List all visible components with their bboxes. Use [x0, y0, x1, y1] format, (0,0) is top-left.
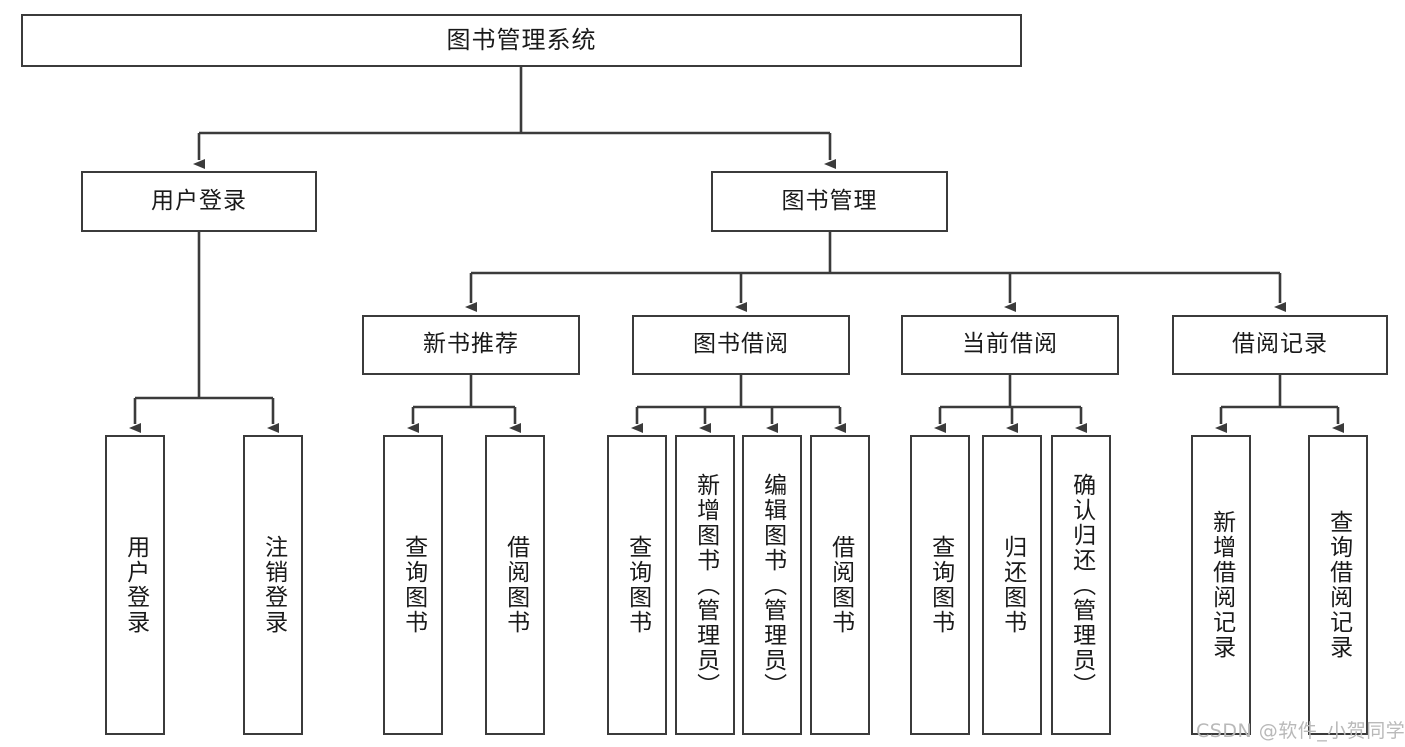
node-leaf-query-book-3[interactable]: 查询图书	[910, 435, 970, 735]
node-leaf-query-book-2[interactable]: 查询图书	[607, 435, 667, 735]
node-leaf-user-login[interactable]: 用户登录	[105, 435, 165, 735]
node-leaf-borrow-book-2[interactable]: 借阅图书	[810, 435, 870, 735]
node-user-login[interactable]: 用户登录	[81, 171, 317, 232]
node-leaf-confirm-return[interactable]: 确认归还（管理员）	[1051, 435, 1111, 735]
node-leaf-edit-book[interactable]: 编辑图书（管理员）	[742, 435, 802, 735]
node-book-borrow[interactable]: 图书借阅	[632, 315, 850, 375]
node-leaf-borrow-book-1[interactable]: 借阅图书	[485, 435, 545, 735]
node-leaf-return-book[interactable]: 归还图书	[982, 435, 1042, 735]
node-borrow-record[interactable]: 借阅记录	[1172, 315, 1388, 375]
node-leaf-query-book-1[interactable]: 查询图书	[383, 435, 443, 735]
csdn-watermark: CSDN @软件_小贺同学	[1196, 720, 1405, 742]
node-leaf-logout[interactable]: 注销登录	[243, 435, 303, 735]
node-leaf-query-record[interactable]: 查询借阅记录	[1308, 435, 1368, 735]
node-root[interactable]: 图书管理系统	[21, 14, 1022, 67]
node-book-manage[interactable]: 图书管理	[711, 171, 948, 232]
node-new-book-recommend[interactable]: 新书推荐	[362, 315, 580, 375]
node-leaf-add-record[interactable]: 新增借阅记录	[1191, 435, 1251, 735]
node-current-borrow[interactable]: 当前借阅	[901, 315, 1119, 375]
node-leaf-add-book[interactable]: 新增图书（管理员）	[675, 435, 735, 735]
